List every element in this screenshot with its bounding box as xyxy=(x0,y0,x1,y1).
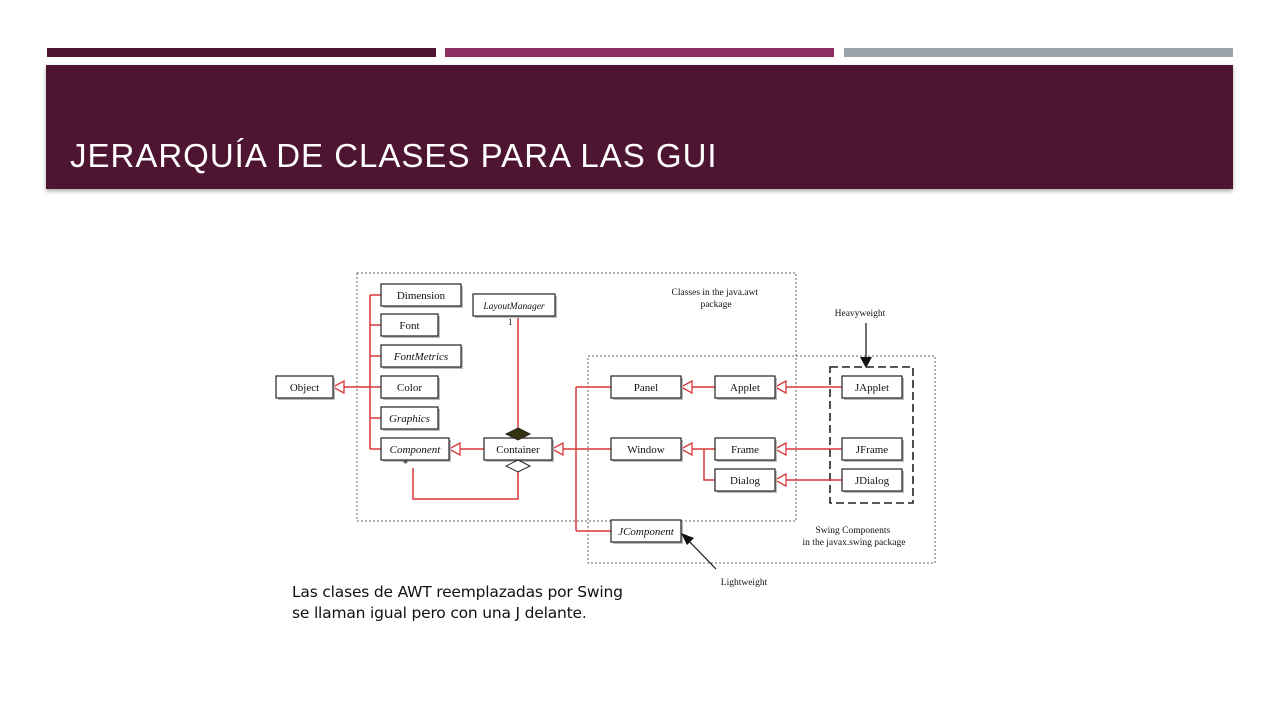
class-window: Window xyxy=(610,437,683,462)
lightweight-arrowhead xyxy=(681,533,694,545)
connector-lines xyxy=(344,294,842,532)
class-color-box xyxy=(380,375,439,399)
class-japplet-box xyxy=(841,375,903,399)
accent-bar-magenta xyxy=(445,48,834,57)
class-component-box xyxy=(380,437,450,461)
awt-package-label-line2: package xyxy=(700,300,731,310)
accent-bar-gray xyxy=(844,48,1233,57)
arrowhead-object xyxy=(331,379,345,395)
class-fontmetrics: FontMetrics xyxy=(380,344,463,369)
class-applet: Applet xyxy=(714,375,777,400)
awt-package-frame xyxy=(356,272,797,522)
arrowhead-window xyxy=(679,441,693,457)
aggregation-diamond xyxy=(504,459,532,473)
class-font-label: Font xyxy=(399,320,419,332)
class-dimension-box xyxy=(380,283,462,307)
class-applet-label: Applet xyxy=(730,382,760,394)
class-layoutmanager-label: LayoutManager xyxy=(482,302,545,312)
class-component-label: Component xyxy=(390,444,442,456)
arrowhead-dialog xyxy=(773,472,787,488)
class-color: Color xyxy=(380,375,440,400)
arrowhead-frame xyxy=(773,441,787,457)
class-jcomponent-box xyxy=(610,519,682,543)
swing-package-frame xyxy=(587,355,936,564)
swing-package-label-line2: in the javax.swing package xyxy=(803,538,906,548)
class-applet-box xyxy=(714,375,776,399)
class-jdialog-box xyxy=(841,468,903,492)
class-font: Font xyxy=(380,313,440,338)
class-jdialog: JDialog xyxy=(841,468,904,493)
swing-package-label: Swing Components in the javax.swing pack… xyxy=(803,526,906,548)
connector-window-dialog xyxy=(703,449,715,481)
class-graphics-box xyxy=(380,406,439,430)
class-object-box xyxy=(275,375,334,399)
title-band: JERARQUÍA DE CLASES PARA LAS GUI xyxy=(46,65,1233,189)
caption-line-1: Las clases de AWT reemplazadas por Swing xyxy=(292,583,623,601)
class-object-label: Object xyxy=(290,382,319,394)
arrowhead-applet xyxy=(773,379,787,395)
awt-package-label: Classes in the java.awt package xyxy=(672,288,761,310)
class-japplet-label: JApplet xyxy=(855,382,889,394)
class-jframe-label: JFrame xyxy=(856,444,889,456)
class-fontmetrics-box xyxy=(380,344,462,368)
class-dialog-box xyxy=(714,468,776,492)
multiplicity-many: * xyxy=(403,459,408,470)
composition-diamond xyxy=(504,427,532,441)
class-japplet: JApplet xyxy=(841,375,904,400)
accent-bar-dark xyxy=(47,48,436,57)
class-font-box xyxy=(380,313,439,337)
class-layoutmanager-box xyxy=(472,293,556,317)
connector-component-aggregation xyxy=(412,468,519,500)
class-window-label: Window xyxy=(627,444,664,456)
class-dialog-label: Dialog xyxy=(730,475,760,487)
class-frame-box xyxy=(714,437,776,461)
class-container: Container xyxy=(483,437,554,462)
class-panel: Panel xyxy=(610,375,683,400)
class-layoutmanager: LayoutManager xyxy=(472,293,557,318)
swing-package-label-line1: Swing Components xyxy=(815,526,890,536)
class-boxes: Object DimensionFontFontMetricsColorGraph… xyxy=(275,283,904,544)
class-object: Object xyxy=(275,375,335,400)
class-container-label: Container xyxy=(496,444,540,456)
heavyweight-arrowhead xyxy=(860,357,872,368)
class-dimension: Dimension xyxy=(380,283,463,308)
arrowhead-component xyxy=(447,441,461,457)
class-dialog: Dialog xyxy=(714,468,777,493)
class-window-box xyxy=(610,437,682,461)
class-panel-label: Panel xyxy=(634,382,658,394)
class-jdialog-label: JDialog xyxy=(855,475,890,487)
caption-note: Las clases de AWT reemplazadas por Swing… xyxy=(292,582,712,624)
class-frame-label: Frame xyxy=(731,444,759,456)
class-color-label: Color xyxy=(397,382,422,394)
class-jcomponent-label: JComponent xyxy=(618,526,675,538)
class-jcomponent: JComponent xyxy=(610,519,683,544)
inheritance-arrowheads xyxy=(331,379,787,488)
awt-package-label-line1: Classes in the java.awt xyxy=(672,288,759,298)
heavyweight-group-frame xyxy=(829,366,914,504)
class-frame: Frame xyxy=(714,437,777,462)
slide-title: JERARQUÍA DE CLASES PARA LAS GUI xyxy=(70,137,718,174)
caption-line-2: se llaman igual pero con una J delante. xyxy=(292,604,587,622)
multiplicity-one: 1 xyxy=(508,317,513,327)
class-jframe-box xyxy=(841,437,903,461)
lightweight-label: Lightweight xyxy=(721,578,768,588)
class-panel-box xyxy=(610,375,682,399)
arrowhead-panel xyxy=(679,379,693,395)
lightweight-pointer xyxy=(685,537,717,570)
class-jframe: JFrame xyxy=(841,437,904,462)
heavyweight-label: Heavyweight xyxy=(835,309,886,319)
class-graphics-label: Graphics xyxy=(389,413,430,425)
class-dimension-label: Dimension xyxy=(397,290,446,302)
class-component: Component xyxy=(380,437,451,462)
class-fontmetrics-label: FontMetrics xyxy=(393,351,448,363)
arrowhead-container xyxy=(550,441,564,457)
class-graphics: Graphics xyxy=(380,406,440,431)
